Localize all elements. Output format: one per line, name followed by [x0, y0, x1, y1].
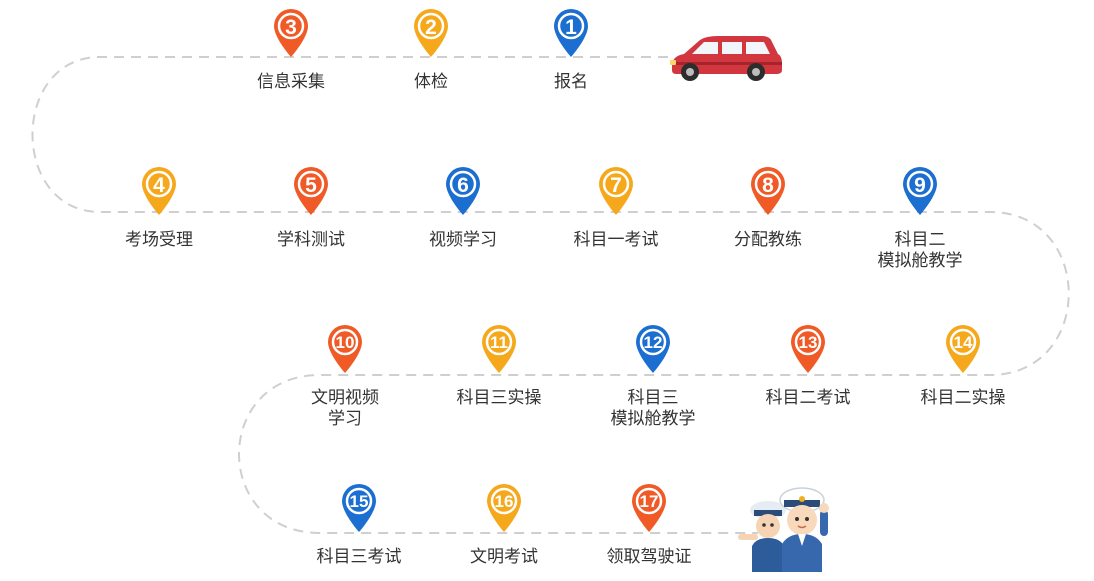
step-3: 3 信息采集: [221, 8, 361, 93]
map-pin-icon: 1: [554, 9, 588, 57]
step-13: 13 科目二考试: [738, 324, 878, 409]
step-label: 考场受理: [125, 230, 193, 250]
map-pin-shape: [328, 325, 362, 373]
map-pin-shape: [632, 484, 666, 532]
map-pin-shape: [751, 167, 785, 215]
step-label: 信息采集: [257, 72, 325, 92]
map-pin-shape: [414, 9, 448, 57]
step-label: 分配教练: [734, 230, 802, 250]
map-pin-icon: 7: [599, 167, 633, 215]
map-pin-icon: 6: [446, 167, 480, 215]
map-pin-icon: 14: [946, 325, 980, 373]
step-number: 17: [640, 492, 659, 511]
step-4: 4 考场受理: [89, 166, 229, 251]
step-14: 14 科目二实操: [893, 324, 1033, 409]
step-number: 4: [153, 174, 165, 197]
map-pin-icon: 10: [328, 325, 362, 373]
map-pin-shape: [446, 167, 480, 215]
map-pin-icon: 3: [274, 9, 308, 57]
step-7: 7 科目一考试: [546, 166, 686, 251]
car-icon: [670, 36, 782, 81]
step-2: 2 体检: [361, 8, 501, 93]
step-10: 10 文明视频 学习: [275, 324, 415, 430]
step-label: 文明视频 学习: [311, 388, 379, 429]
step-label: 科目三实操: [456, 388, 542, 408]
step-label: 文明考试: [470, 547, 538, 567]
map-pin-icon: 12: [636, 325, 670, 373]
step-number: 5: [305, 174, 317, 197]
map-pin-icon: 11: [482, 325, 516, 373]
step-label: 领取驾驶证: [606, 547, 692, 567]
step-6: 6 视频学习: [393, 166, 533, 251]
step-number: 2: [425, 16, 437, 39]
map-pin-icon: 8: [751, 167, 785, 215]
step-label: 科目二实操: [920, 388, 1006, 408]
map-pin-shape: [482, 325, 516, 373]
step-label: 科目二 模拟舱教学: [877, 230, 963, 271]
map-pin-shape: [791, 325, 825, 373]
step-8: 8 分配教练: [698, 166, 838, 251]
map-pin-shape: [294, 167, 328, 215]
step-number: 12: [644, 333, 663, 352]
map-pin-icon: 2: [414, 9, 448, 57]
traffic-police-icon: [738, 487, 829, 572]
step-label: 科目三 模拟舱教学: [610, 388, 696, 429]
step-label: 科目一考试: [573, 230, 659, 250]
map-pin-shape: [274, 9, 308, 57]
map-pin-icon: 4: [142, 167, 176, 215]
map-pin-shape: [342, 484, 376, 532]
map-pin-shape: [946, 325, 980, 373]
step-12: 12 科目三 模拟舱教学: [583, 324, 723, 430]
map-pin-icon: 9: [903, 167, 937, 215]
step-number: 8: [762, 174, 774, 197]
step-5: 5 学科测试: [241, 166, 381, 251]
map-pin-shape: [554, 9, 588, 57]
step-number: 7: [610, 174, 622, 197]
step-11: 11 科目三实操: [429, 324, 569, 409]
step-label: 报名: [554, 72, 588, 92]
map-pin-shape: [903, 167, 937, 215]
step-label: 体检: [414, 72, 448, 92]
step-number: 9: [914, 174, 926, 197]
step-9: 9 科目二 模拟舱教学: [850, 166, 990, 272]
step-number: 16: [495, 492, 514, 511]
step-number: 15: [350, 492, 369, 511]
step-label: 视频学习: [429, 230, 497, 250]
map-pin-shape: [636, 325, 670, 373]
map-pin-shape: [487, 484, 521, 532]
step-number: 10: [336, 333, 355, 352]
step-number: 11: [490, 333, 508, 352]
map-pin-icon: 13: [791, 325, 825, 373]
step-label: 科目三考试: [316, 547, 402, 567]
step-label: 科目二考试: [765, 388, 851, 408]
step-number: 6: [457, 174, 469, 197]
map-pin-shape: [599, 167, 633, 215]
map-pin-icon: 5: [294, 167, 328, 215]
step-17: 17 领取驾驶证: [579, 483, 719, 568]
step-label: 学科测试: [277, 230, 345, 250]
step-number: 3: [285, 16, 297, 39]
step-number: 14: [954, 333, 973, 352]
step-15: 15 科目三考试: [289, 483, 429, 568]
step-1: 1 报名: [501, 8, 641, 93]
map-pin-shape: [142, 167, 176, 215]
map-pin-icon: 15: [342, 484, 376, 532]
map-pin-icon: 16: [487, 484, 521, 532]
step-number: 13: [799, 333, 818, 352]
map-pin-icon: 17: [632, 484, 666, 532]
step-number: 1: [565, 16, 577, 39]
step-16: 16 文明考试: [434, 483, 574, 568]
